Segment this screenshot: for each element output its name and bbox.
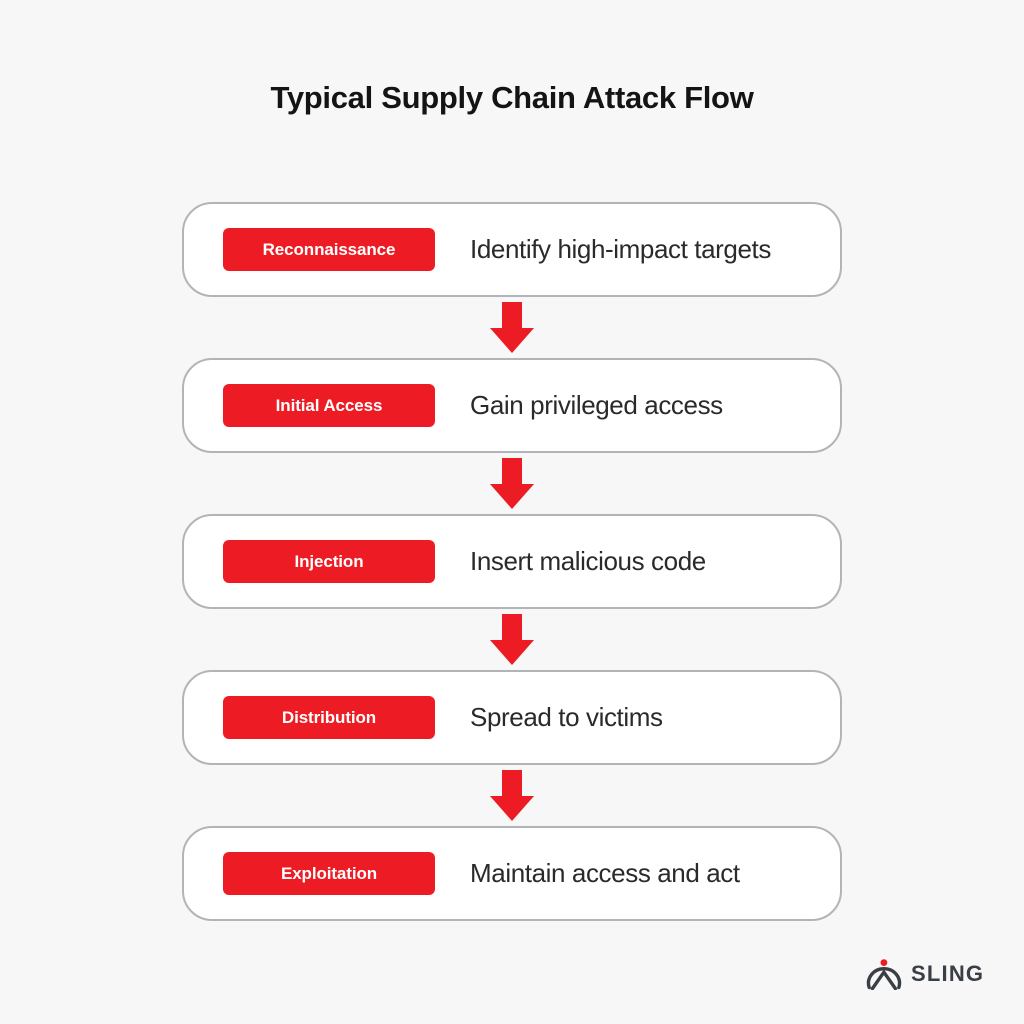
- flow-step-2: Initial Access Gain privileged access: [182, 358, 842, 453]
- page-title: Typical Supply Chain Attack Flow: [270, 80, 754, 115]
- step-description: Maintain access and act: [470, 858, 740, 888]
- flow-step-5: Exploitation Maintain access and act: [182, 826, 842, 921]
- down-arrow-icon: [490, 458, 534, 509]
- step-card[interactable]: Initial Access Gain privileged access: [182, 358, 842, 453]
- down-arrow-icon: [490, 614, 534, 665]
- step-badge-label: Injection: [294, 551, 364, 571]
- flow-connector-2: [182, 453, 842, 514]
- step-badge: Injection: [223, 540, 435, 583]
- flow-connector-3: [182, 609, 842, 670]
- flow-step-3: Injection Insert malicious code: [182, 514, 842, 609]
- step-card[interactable]: Distribution Spread to victims: [182, 670, 842, 765]
- step-card[interactable]: Injection Insert malicious code: [182, 514, 842, 609]
- step-description: Spread to victims: [470, 702, 663, 732]
- step-badge-label: Reconnaissance: [262, 239, 396, 259]
- step-description: Identify high-impact targets: [470, 234, 771, 264]
- step-badge: Initial Access: [223, 384, 435, 427]
- logo-wordmark: SLING: [911, 961, 985, 986]
- attack-flow-diagram: Reconnaissance Identify high-impact targ…: [182, 202, 842, 921]
- step-badge-label: Initial Access: [275, 395, 383, 415]
- step-description: Insert malicious code: [470, 546, 706, 576]
- flow-connector-4: [182, 765, 842, 826]
- step-card[interactable]: Exploitation Maintain access and act: [182, 826, 842, 921]
- step-badge: Reconnaissance: [223, 228, 435, 271]
- step-badge-label: Distribution: [281, 707, 377, 727]
- sling-arc-peak-icon: [866, 959, 902, 990]
- down-arrow-icon: [490, 302, 534, 353]
- step-badge-label: Exploitation: [280, 863, 378, 883]
- down-arrow-icon: [490, 770, 534, 821]
- flow-connector-1: [182, 297, 842, 358]
- step-description: Gain privileged access: [470, 390, 723, 420]
- step-badge: Exploitation: [223, 852, 435, 895]
- step-badge: Distribution: [223, 696, 435, 739]
- flow-step-4: Distribution Spread to victims: [182, 670, 842, 765]
- flow-step-1: Reconnaissance Identify high-impact targ…: [182, 202, 842, 297]
- step-card[interactable]: Reconnaissance Identify high-impact targ…: [182, 202, 842, 297]
- brand-logo: SLING: [866, 958, 984, 990]
